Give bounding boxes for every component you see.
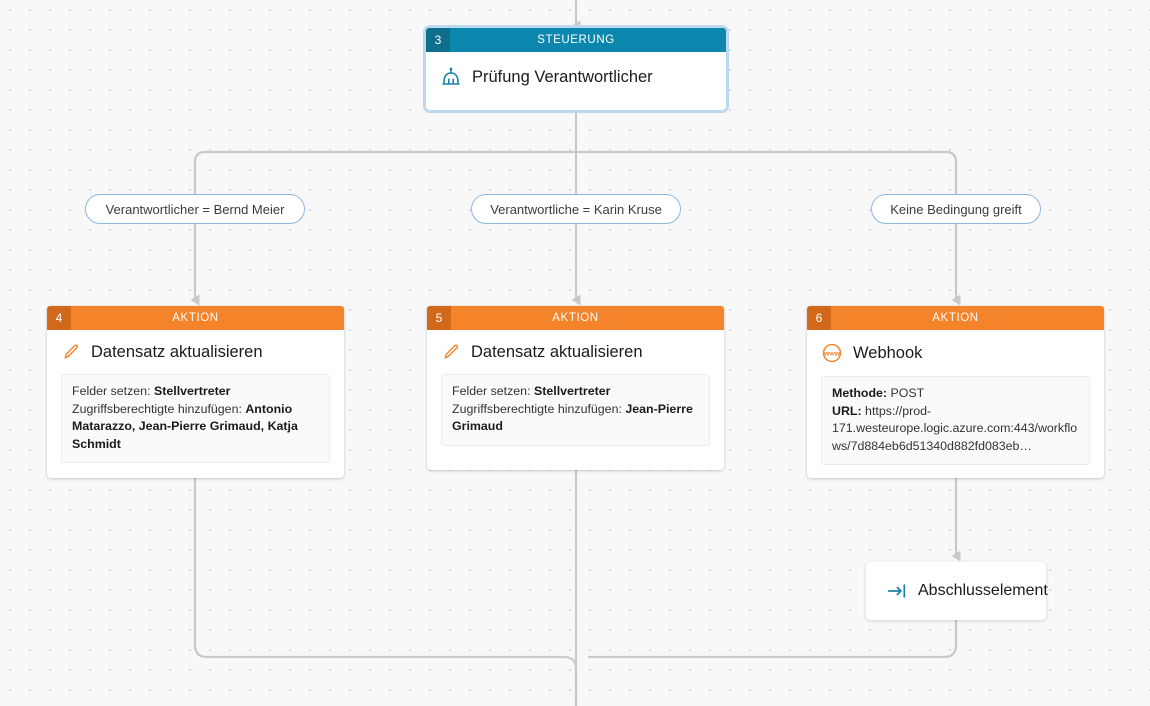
node-header: 4 AKTION [47, 306, 344, 330]
detail-line: Zugriffsberechtigte hinzufügen: Antonio … [72, 401, 319, 454]
node-number-badge: 5 [427, 306, 451, 330]
branch-condition-label: Keine Bedingung greift [890, 201, 1022, 217]
node-detail-box: Felder setzen: Stellvertreter Zugriffsbe… [61, 374, 330, 464]
detail-label: URL: [832, 403, 862, 418]
pencil-icon [61, 342, 81, 362]
detail-label: Zugriffsberechtigte hinzufügen: [72, 401, 242, 416]
detail-line: Zugriffsberechtigte hinzufügen: Jean-Pie… [452, 401, 699, 436]
detail-value: Antonio Matarazzo, Jean-Pierre Grimaud, … [72, 401, 298, 451]
arrow-to-bar-icon [886, 582, 908, 600]
node-number-badge: 4 [47, 306, 71, 330]
node-number-badge: 6 [807, 306, 831, 330]
node-title-text: Datensatz aktualisieren [471, 342, 643, 361]
detail-value: Stellvertreter [533, 384, 611, 398]
balance-scale-icon [440, 66, 462, 88]
detail-value: POST [890, 386, 925, 400]
node-type-label: AKTION [831, 306, 1104, 330]
node-body: Datensatz aktualisieren Felder setzen: S… [427, 330, 724, 460]
node-body: Prüfung Verantwortlicher [426, 52, 726, 102]
node-header: 5 AKTION [427, 306, 724, 330]
detail-line: Methode: POST [832, 385, 1079, 403]
node-body: Datensatz aktualisieren Felder setzen: S… [47, 330, 344, 477]
node-control-steuerung[interactable]: 3 STEUERUNG [426, 28, 726, 110]
node-action-update-record-left[interactable]: 4 AKTION Datensatz aktualisieren Felder … [47, 306, 344, 478]
detail-label: Felder setzen: [72, 384, 151, 398]
branch-condition-pill-2[interactable]: Verantwortliche = Karin Kruse [471, 194, 681, 224]
detail-label: Methode: [832, 386, 888, 400]
detail-label: Felder setzen: [452, 384, 531, 398]
branch-condition-pill-3[interactable]: Keine Bedingung greift [871, 194, 1041, 224]
detail-line: Felder setzen: Stellvertreter [72, 383, 319, 401]
branch-condition-pill-1[interactable]: Verantwortlicher = Bernd Meier [85, 194, 305, 224]
node-action-webhook-right[interactable]: 6 AKTION www Webhook Methode: POST [807, 306, 1104, 478]
node-title-row: Datensatz aktualisieren [61, 342, 330, 362]
node-number-badge: 3 [426, 28, 450, 52]
www-icon: www [821, 342, 843, 364]
node-type-label: AKTION [71, 306, 344, 330]
node-title-text: Abschlusselement [918, 582, 1048, 599]
branch-condition-label: Verantwortlicher = Bernd Meier [105, 201, 285, 217]
node-body: www Webhook Methode: POST URL: https://p… [807, 330, 1104, 479]
node-title-row: Prüfung Verantwortlicher [440, 66, 712, 88]
detail-label: Zugriffsberechtigte hinzufügen: [452, 401, 622, 416]
node-end-element[interactable]: Abschlusselement [866, 562, 1048, 620]
detail-value: Jean-Pierre Grimaud [452, 401, 693, 434]
node-action-update-record-middle[interactable]: 5 AKTION Datensatz aktualisieren Felder … [427, 306, 724, 470]
node-header: 6 AKTION [807, 306, 1104, 330]
detail-value: https://prod-171.westeurope.logic.azure.… [832, 403, 1078, 453]
node-title-row: Datensatz aktualisieren [441, 342, 710, 362]
node-detail-box: Felder setzen: Stellvertreter Zugriffsbe… [441, 374, 710, 446]
pencil-icon [441, 342, 461, 362]
branch-condition-label: Verantwortliche = Karin Kruse [490, 201, 662, 217]
detail-line: URL: https://prod-171.westeurope.logic.a… [832, 403, 1079, 456]
node-title-text: Prüfung Verantwortlicher [472, 67, 653, 86]
node-title-text: Datensatz aktualisieren [91, 342, 263, 361]
node-type-label: AKTION [451, 306, 724, 330]
node-detail-box: Methode: POST URL: https://prod-171.west… [821, 376, 1090, 466]
node-title-text: Webhook [853, 343, 923, 362]
node-type-label: STEUERUNG [450, 28, 726, 52]
node-title-row: www Webhook [821, 342, 1090, 364]
detail-line: Felder setzen: Stellvertreter [452, 383, 699, 401]
node-header: 3 STEUERUNG [426, 28, 726, 52]
svg-text:www: www [823, 350, 841, 357]
detail-value: Stellvertreter [153, 384, 231, 398]
